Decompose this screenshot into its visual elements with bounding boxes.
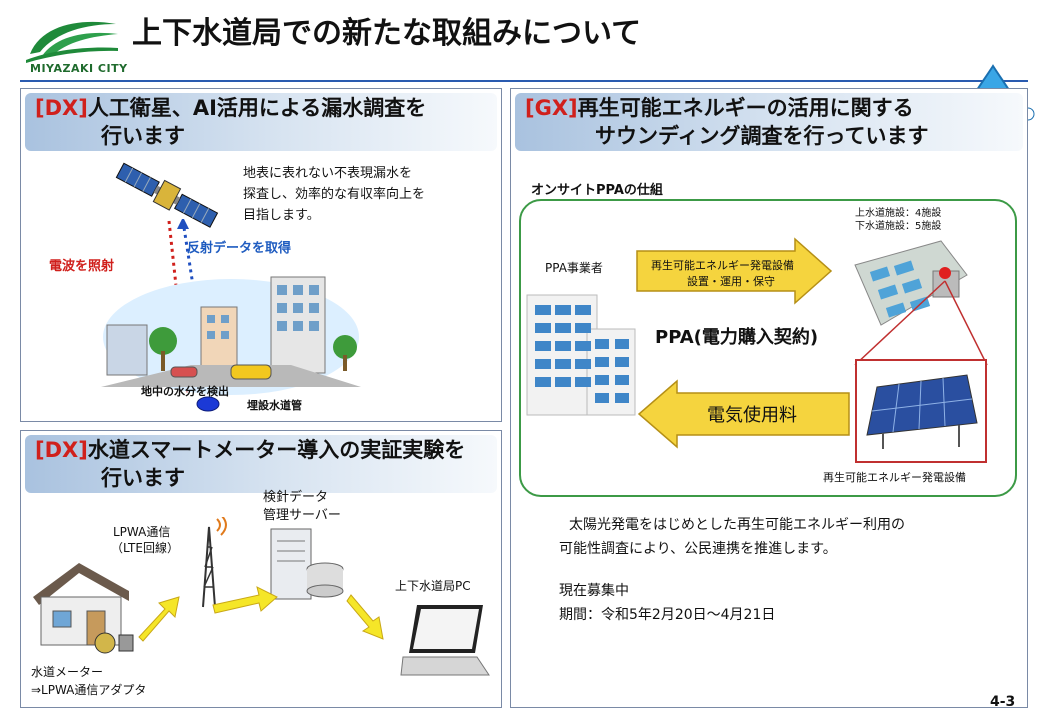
ppa-diagram-frame <box>519 199 1017 497</box>
pc-label: 上下水道局PC <box>395 579 471 593</box>
arrow-left-text: 電気使用料 <box>707 405 797 426</box>
zoom-connector-lines <box>854 280 988 366</box>
logo-text: MIYAZAKI CITY <box>30 62 128 75</box>
panel-title-line1: [DX]水道スマートメーター導入の実証実験を <box>35 438 466 462</box>
water-facility-icon <box>854 240 968 326</box>
description-line-1: 地表に表れない不表現漏水を <box>243 166 413 181</box>
meter-label-line2: ⇒LPWA通信アダプタ <box>31 683 147 697</box>
panel-header-band <box>515 93 1023 151</box>
page-number: 4-3 <box>990 694 1016 710</box>
equipment-label: 再生可能エネルギー発電設備 <box>823 471 966 484</box>
payment-arrow-left <box>637 379 850 449</box>
satellite-icon <box>115 162 219 228</box>
panel-title-line2: 行います <box>101 124 185 148</box>
diagram-title: オンサイトPPAの仕組 <box>531 183 663 198</box>
buried-pipe-icon <box>196 396 220 412</box>
server-label-line2: 管理サーバー <box>263 508 341 523</box>
panel-title-line1: [GX]再生可能エネルギーの活用に関する <box>525 96 914 120</box>
water-meter-icon <box>94 632 134 654</box>
panel-header-band <box>25 93 497 151</box>
ppa-operator-label: PPA事業者 <box>545 261 603 275</box>
service-arrow-right <box>636 237 833 305</box>
ppa-contract-label: PPA(電力購入契約) <box>655 327 819 348</box>
description-line-2: 探査し、効率的な有収率向上を <box>243 187 426 202</box>
meter-label-line1: 水道メーター <box>31 665 104 679</box>
recruit-period: 期間：令和5年2月20日～4月21日 <box>559 607 776 623</box>
arrow-right-text-2: 設置・運用・保守 <box>687 275 775 288</box>
reflect-data-label: 反射データを取得 <box>187 241 292 256</box>
summary-line-2: 可能性調査により、公民連携を推進します。 <box>559 541 837 557</box>
description-line-3: 目指します。 <box>243 208 320 223</box>
page-title: 上下水道局での新たな取組みについて <box>132 16 642 51</box>
dx-tag: [DX] <box>35 96 88 120</box>
lpwa-label-line1: LPWA通信 <box>113 525 171 539</box>
office-building-icon <box>526 294 636 416</box>
gx-tag: [GX] <box>525 96 578 120</box>
dx-tag: [DX] <box>35 438 88 462</box>
solar-panel-box <box>855 359 987 463</box>
lpwa-label-line2: （LTE回線） <box>111 541 179 555</box>
arrow-right-text-1: 再生可能エネルギー発電設備 <box>651 259 794 272</box>
radio-wave-label: 電波を照射 <box>49 259 115 274</box>
server-icon <box>270 528 344 600</box>
panel-dx-smart-meter: [DX]水道スマートメーター導入の実証実験を 行います LPWA通信 （LTE回… <box>20 430 502 708</box>
buried-pipe-label: 埋設水道管 <box>247 399 302 412</box>
detect-water-label: 地中の水分を検出 <box>141 385 229 398</box>
flow-arrows <box>138 586 384 642</box>
miyazaki-logo-icon <box>26 21 118 63</box>
panel-gx-renewable: [GX]再生可能エネルギーの活用に関する サウンディング調査を行っています オン… <box>510 88 1028 708</box>
solar-panel-icon <box>866 374 978 449</box>
city-illustration-icon <box>101 276 361 395</box>
facility-line-1: 上水道施設：4施設 <box>855 208 942 219</box>
server-label-line1: 検針データ <box>263 490 329 505</box>
panel-title-line2: サウンディング調査を行っています <box>595 124 929 148</box>
panel-title-line1: [DX]人工衛星、AI活用による漏水調査を <box>35 96 427 120</box>
laptop-pc-icon <box>400 605 490 676</box>
panel-dx-satellite: [DX]人工衛星、AI活用による漏水調査を 行います 地表に表れない不表現漏水を… <box>20 88 502 422</box>
header-divider <box>20 80 1028 82</box>
facility-line-2: 下水道施設：5施設 <box>855 221 942 232</box>
recruit-status: 現在募集中 <box>559 583 629 599</box>
summary-line-1: 太陽光発電をはじめとした再生可能エネルギー利用の <box>569 517 905 533</box>
panel-header-band <box>25 435 497 493</box>
lpwa-tower-icon <box>202 517 227 608</box>
panel-title-line2: 行います <box>101 466 185 490</box>
